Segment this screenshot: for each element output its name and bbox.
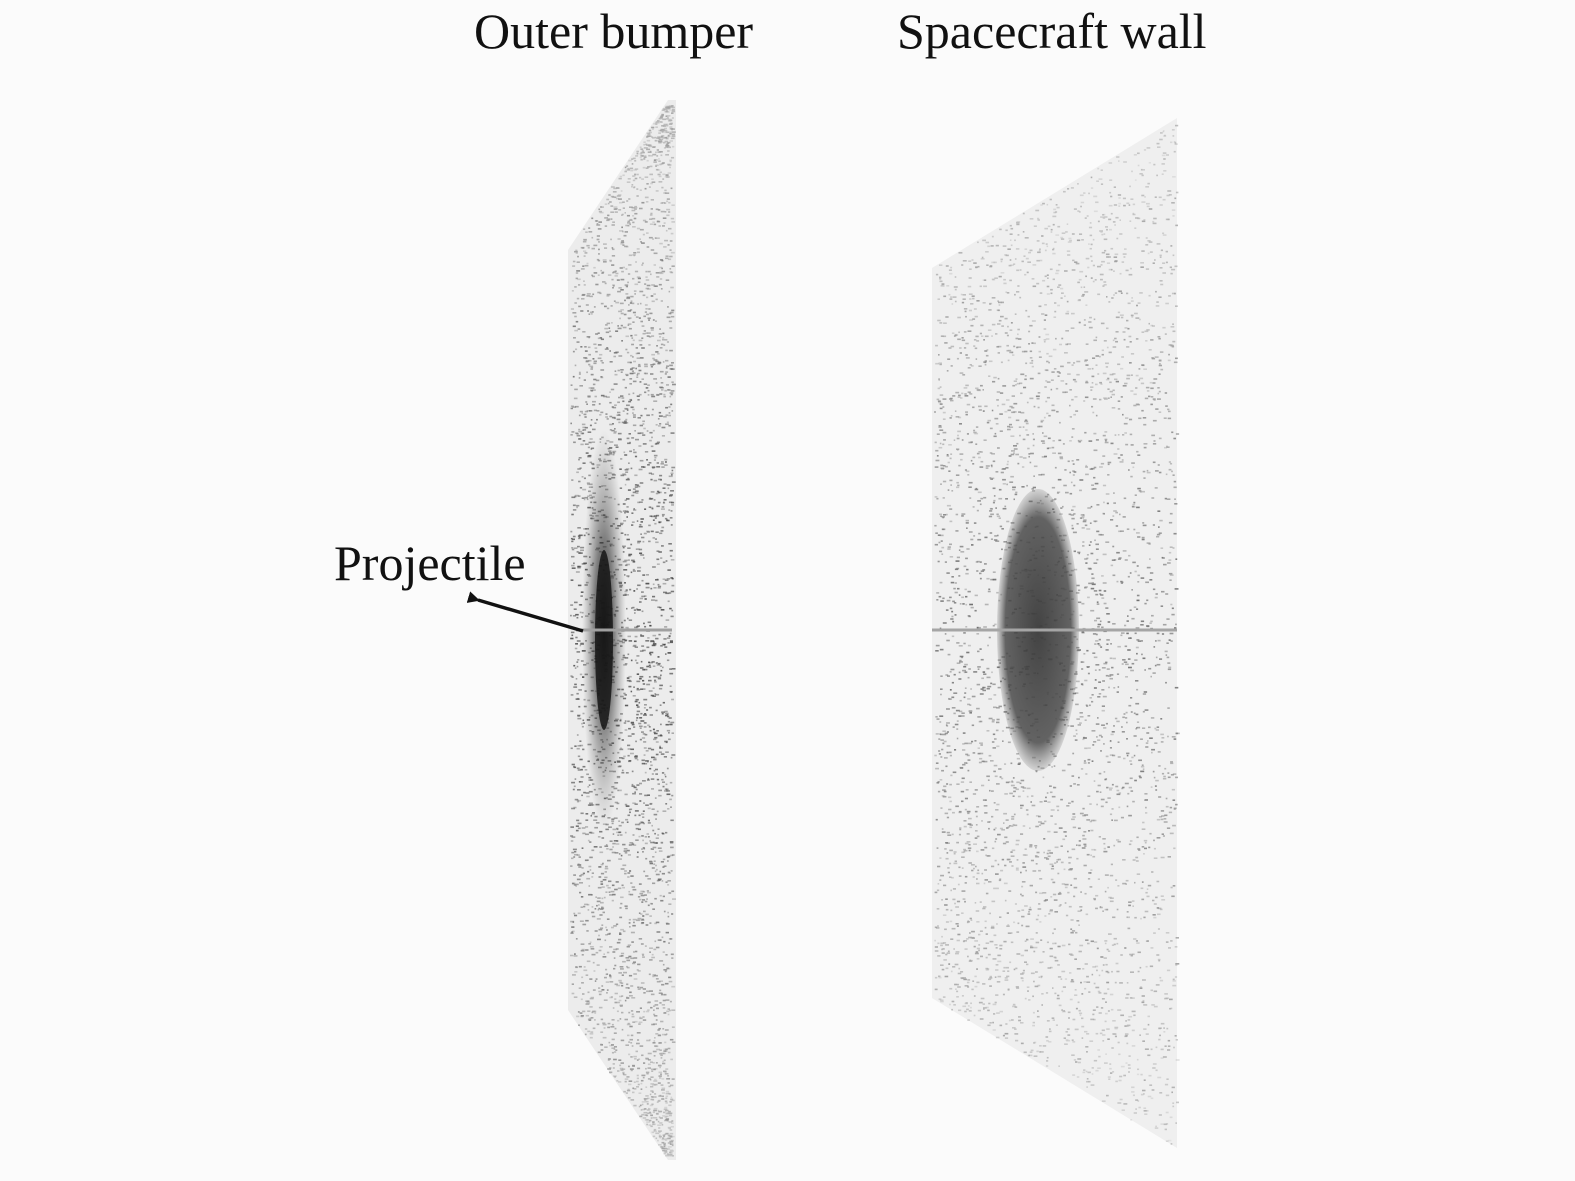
- spacecraft-wall-plate: [932, 118, 1180, 1148]
- outer-bumper-plate: [568, 100, 676, 1160]
- outer-bumper-label: Outer bumper: [474, 3, 754, 59]
- projectile-label: Projectile: [334, 535, 526, 591]
- projectile-arrow: [466, 591, 584, 633]
- spacecraft-wall-label: Spacecraft wall: [897, 3, 1207, 59]
